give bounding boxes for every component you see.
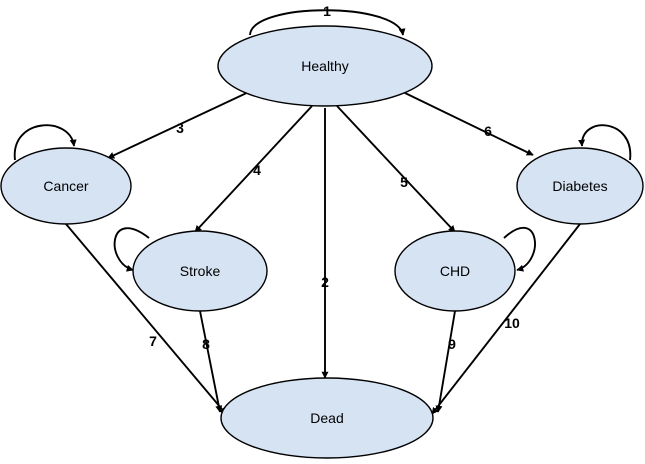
edge-label-9: 9	[448, 336, 456, 352]
edge-chd-to-dead	[435, 310, 456, 413]
edge-label-2: 2	[321, 274, 329, 290]
edge-healthy-to-cancer	[107, 89, 254, 159]
node-cancer-label: Cancer	[43, 178, 88, 194]
edge-healthy-to-stroke	[194, 105, 313, 233]
node-dead-label: Dead	[310, 410, 343, 426]
nodes: Healthy Cancer Stroke CHD Diabetes Dead	[0, 25, 644, 459]
edge-label-8: 8	[202, 336, 210, 352]
node-stroke: Stroke	[132, 230, 268, 312]
edge-label-5: 5	[400, 174, 408, 190]
edge-cancer-to-dead	[65, 223, 227, 415]
node-chd-label: CHD	[440, 263, 470, 279]
node-diabetes: Diabetes	[516, 147, 644, 225]
edge-label-3: 3	[176, 120, 184, 136]
edge-healthy-to-chd	[336, 105, 456, 233]
edge-labels: 1 2 3 4 5 6 7 8 9 10	[149, 3, 520, 352]
edge-chd-self-loop	[503, 227, 536, 272]
node-dead: Dead	[220, 377, 434, 459]
node-chd: CHD	[394, 230, 516, 312]
edge-label-6: 6	[484, 123, 492, 139]
edge-label-7: 7	[149, 333, 157, 349]
node-stroke-label: Stroke	[180, 263, 221, 279]
node-healthy-label: Healthy	[301, 58, 348, 74]
node-diabetes-label: Diabetes	[552, 178, 607, 194]
edge-label-10: 10	[504, 315, 520, 331]
edge-healthy-self-loop	[249, 9, 406, 36]
node-cancer: Cancer	[0, 147, 132, 225]
edges	[14, 9, 632, 415]
node-healthy: Healthy	[217, 25, 433, 107]
edge-diabetes-self-loop	[578, 124, 632, 161]
edge-label-4: 4	[253, 162, 261, 178]
edge-label-1: 1	[323, 3, 331, 19]
edge-stroke-self-loop	[113, 227, 150, 272]
edge-stroke-to-dead	[199, 310, 223, 413]
edge-healthy-to-diabetes	[402, 91, 534, 156]
edge-cancer-self-loop	[14, 124, 77, 161]
edge-diabetes-to-dead	[431, 223, 581, 415]
